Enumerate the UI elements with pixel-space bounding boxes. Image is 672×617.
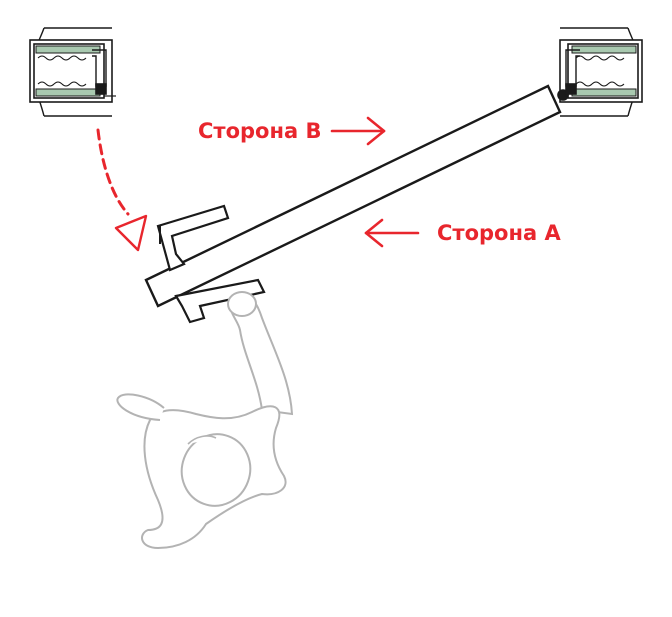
side-b-label: Сторона В xyxy=(198,119,321,143)
door-leaf-icon xyxy=(144,84,562,308)
side-a-label: Сторона А xyxy=(437,221,561,245)
person-top-view-icon xyxy=(116,291,294,550)
swing-direction-arrow-icon xyxy=(96,128,148,252)
side-a-callout: Сторона А xyxy=(364,218,561,248)
arrow-left-icon xyxy=(364,218,420,248)
left-frame-icon xyxy=(29,27,116,117)
side-b-callout: Сторона В xyxy=(198,116,386,146)
lever-handle-bottom-icon xyxy=(174,278,266,324)
lever-handle-top-icon xyxy=(156,204,230,272)
right-frame-icon xyxy=(557,27,643,117)
arrow-right-icon xyxy=(330,116,386,146)
